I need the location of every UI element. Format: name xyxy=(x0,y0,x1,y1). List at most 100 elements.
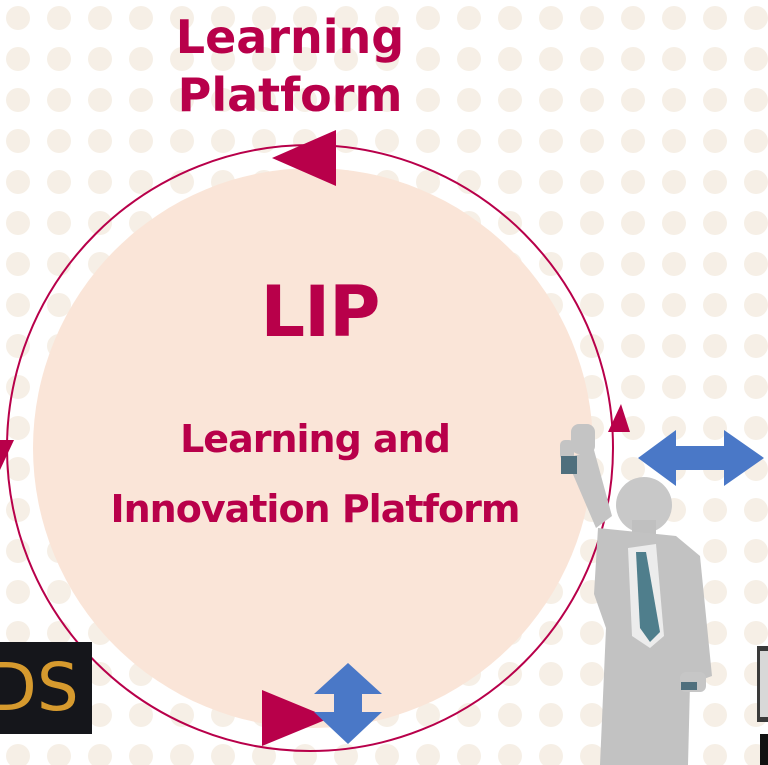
pattern-dot xyxy=(88,744,112,765)
pattern-dot xyxy=(47,293,71,317)
pattern-dot xyxy=(744,47,768,71)
pattern-dot xyxy=(375,129,399,153)
pattern-dot xyxy=(703,47,727,71)
pattern-dot xyxy=(703,744,727,765)
logo-text: DS xyxy=(0,649,79,726)
pattern-dot xyxy=(703,211,727,235)
pattern-dot xyxy=(744,88,768,112)
pattern-dot xyxy=(703,88,727,112)
pattern-dot xyxy=(539,744,563,765)
pattern-dot xyxy=(621,211,645,235)
pattern-dot xyxy=(170,47,194,71)
pattern-dot xyxy=(621,252,645,276)
pattern-dot xyxy=(703,539,727,563)
pattern-dot xyxy=(416,744,440,765)
pattern-dot xyxy=(129,129,153,153)
pattern-dot xyxy=(47,6,71,30)
pattern-dot xyxy=(6,252,30,276)
pattern-dot xyxy=(170,6,194,30)
pattern-dot xyxy=(744,252,768,276)
pattern-dot xyxy=(6,457,30,481)
core-subtitle-line1: Learning and xyxy=(180,417,451,461)
pattern-dot xyxy=(416,6,440,30)
pattern-dot xyxy=(6,498,30,522)
cropped-bottom-block xyxy=(760,734,768,765)
pattern-dot xyxy=(621,88,645,112)
pattern-dot xyxy=(457,744,481,765)
pattern-dot xyxy=(744,375,768,399)
pattern-dot xyxy=(744,6,768,30)
pattern-dot xyxy=(580,129,604,153)
pattern-dot xyxy=(47,744,71,765)
pattern-dot xyxy=(293,6,317,30)
pattern-dot xyxy=(498,211,522,235)
pattern-dot xyxy=(88,47,112,71)
pattern-dot xyxy=(744,293,768,317)
pattern-dot xyxy=(170,744,194,765)
pattern-dot xyxy=(129,703,153,727)
pattern-dot xyxy=(375,47,399,71)
pattern-dot xyxy=(416,47,440,71)
pattern-dot xyxy=(621,457,645,481)
pattern-dot xyxy=(744,416,768,440)
pattern-dot xyxy=(170,129,194,153)
pattern-dot xyxy=(457,6,481,30)
pattern-dot xyxy=(6,334,30,358)
pattern-dot xyxy=(498,47,522,71)
top-platform-label-line1: Learning xyxy=(175,10,405,64)
pattern-dot xyxy=(457,170,481,194)
pattern-dot xyxy=(47,170,71,194)
pattern-dot xyxy=(47,47,71,71)
pattern-dot xyxy=(293,47,317,71)
pattern-dot xyxy=(6,170,30,194)
pattern-dot xyxy=(580,621,604,645)
pattern-dot xyxy=(621,375,645,399)
pattern-dot xyxy=(744,334,768,358)
pattern-dot xyxy=(47,129,71,153)
pattern-dot xyxy=(375,88,399,112)
pattern-dot xyxy=(6,211,30,235)
pattern-dot xyxy=(416,129,440,153)
pattern-dot xyxy=(211,129,235,153)
pattern-dot xyxy=(744,498,768,522)
pattern-dot xyxy=(252,47,276,71)
pattern-dot xyxy=(621,129,645,153)
pattern-dot xyxy=(580,744,604,765)
pattern-dot xyxy=(88,703,112,727)
pattern-dot xyxy=(416,170,440,194)
pattern-dot xyxy=(252,88,276,112)
pattern-dot xyxy=(6,6,30,30)
pattern-dot xyxy=(580,662,604,686)
pattern-dot xyxy=(539,211,563,235)
pattern-dot xyxy=(88,170,112,194)
pattern-dot xyxy=(703,621,727,645)
pattern-dot xyxy=(211,6,235,30)
cropped-panel-face xyxy=(760,651,768,717)
pattern-dot xyxy=(703,498,727,522)
pattern-dot xyxy=(6,129,30,153)
pattern-dot xyxy=(580,6,604,30)
pattern-dot xyxy=(703,703,727,727)
pattern-dot xyxy=(621,416,645,440)
pattern-dot xyxy=(211,744,235,765)
pattern-dot xyxy=(539,129,563,153)
pattern-dot xyxy=(703,6,727,30)
pattern-dot xyxy=(662,47,686,71)
pattern-dot xyxy=(662,416,686,440)
pattern-dot xyxy=(6,580,30,604)
pattern-dot xyxy=(580,252,604,276)
raised-fist-person-icon xyxy=(560,424,712,765)
pattern-dot xyxy=(662,6,686,30)
pattern-dot xyxy=(334,47,358,71)
pattern-dot xyxy=(293,88,317,112)
pattern-dot xyxy=(621,334,645,358)
pattern-dot xyxy=(47,211,71,235)
pattern-dot xyxy=(170,703,194,727)
pattern-dot xyxy=(498,88,522,112)
pattern-dot xyxy=(498,170,522,194)
pattern-dot xyxy=(744,621,768,645)
pattern-dot xyxy=(703,293,727,317)
pattern-dot xyxy=(744,211,768,235)
pattern-dot xyxy=(416,88,440,112)
pattern-dot xyxy=(703,252,727,276)
